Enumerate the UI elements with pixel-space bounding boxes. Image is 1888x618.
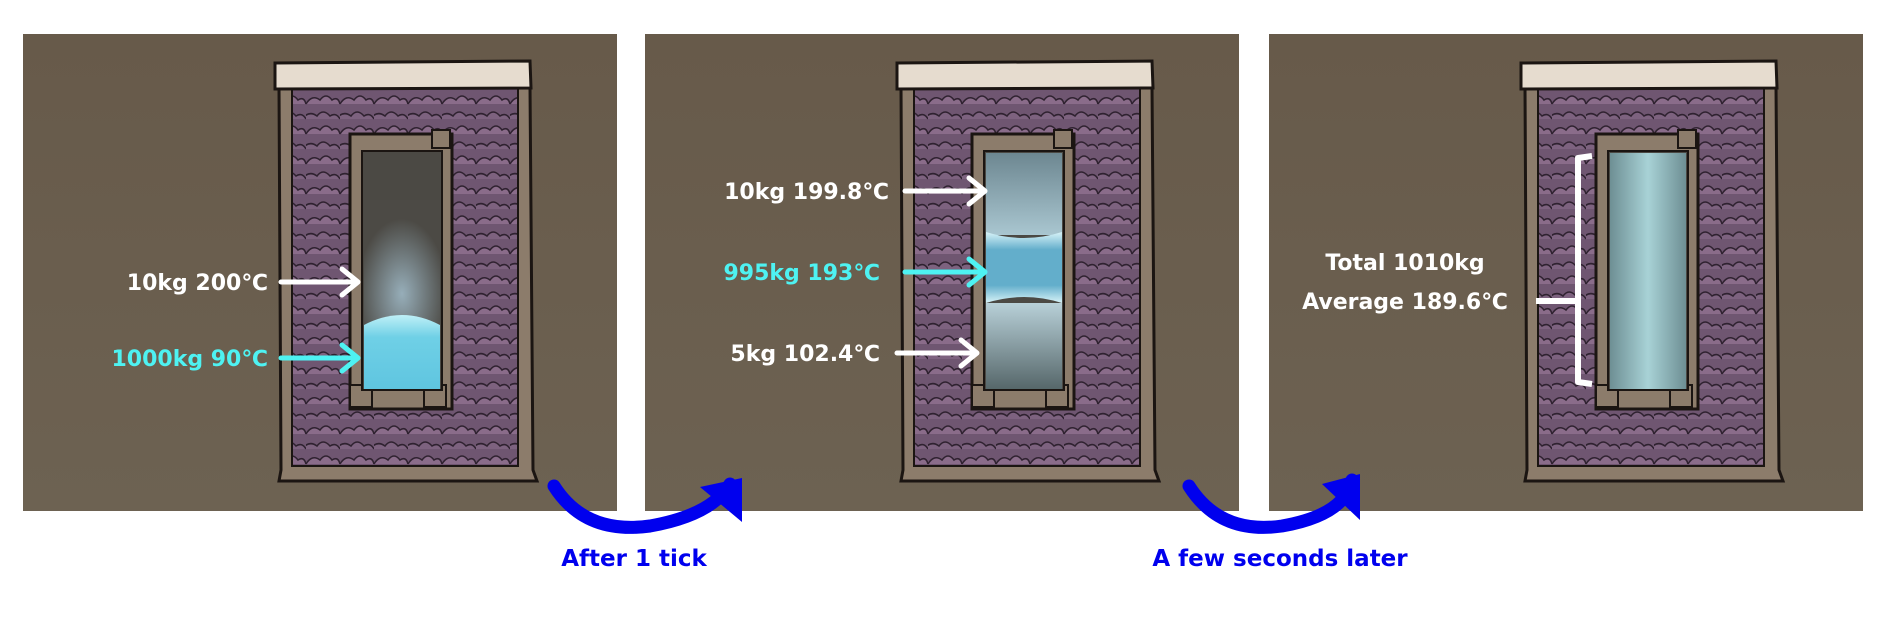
- cool-liquid: [364, 315, 440, 389]
- insulated-tile-building: [273, 59, 540, 483]
- panel-after-1-tick: [645, 34, 1239, 511]
- heated-liquid: [986, 232, 1062, 303]
- transition-arrow-1: [547, 477, 737, 534]
- label-average-temp: Average 189.6℃: [1302, 290, 1508, 315]
- label-gas-upper: 10kg 199.8℃: [724, 180, 889, 205]
- building-cap: [273, 59, 533, 91]
- gas-lower: [986, 303, 1062, 389]
- arrow-gas-upper: [902, 175, 988, 207]
- bracket: [1536, 153, 1593, 387]
- transition-arrows: After 1 tick A few seconds later: [547, 473, 1408, 572]
- transition-label-after-1-tick: After 1 tick: [561, 546, 707, 572]
- mixed-contents: [1610, 153, 1686, 389]
- label-gas-initial: 10kg 200℃: [127, 271, 268, 296]
- panel-initial: [23, 34, 617, 511]
- building-cap: [895, 59, 1155, 91]
- insulated-tile-building: [895, 59, 1162, 483]
- arrow-liquid-initial: [278, 342, 361, 374]
- transition-arrow-2-head: [1322, 474, 1360, 520]
- label-gas-lower: 5kg 102.4℃: [730, 342, 880, 367]
- gas-upper: [986, 153, 1062, 235]
- arrow-gas-lower: [894, 337, 980, 369]
- transition-label-few-seconds-later: A few seconds later: [1152, 546, 1408, 572]
- label-total-mass: Total 1010kg: [1325, 251, 1484, 276]
- label-liquid-initial: 1000kg 90℃: [111, 347, 268, 372]
- transition-arrow-1-head: [700, 478, 742, 522]
- arrow-liquid-middle: [902, 256, 988, 288]
- hot-gas: [364, 200, 440, 325]
- arrow-gas-initial: [278, 266, 361, 298]
- building-cap: [1519, 59, 1779, 91]
- insulated-tile-building: [1519, 59, 1786, 483]
- label-liquid-middle: 995kg 193℃: [723, 261, 880, 286]
